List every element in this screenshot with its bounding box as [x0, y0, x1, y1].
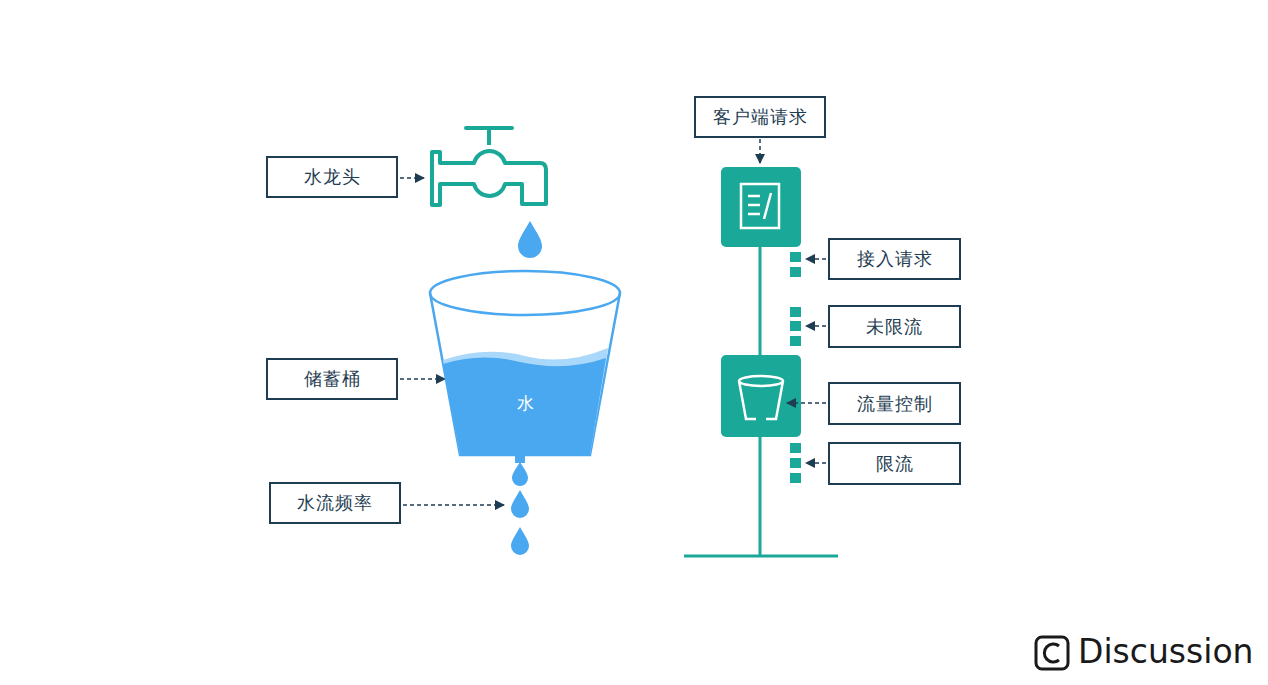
watermark-icon	[1036, 637, 1068, 669]
leader-arrow	[806, 258, 826, 260]
watermark-text: Discussion	[1078, 632, 1254, 671]
packet-squares	[790, 252, 801, 483]
bucket-shape: 水	[425, 268, 625, 460]
leader-arrow	[806, 325, 826, 327]
label-box: 接入请求	[828, 238, 961, 280]
box-label: 水龙头	[304, 165, 361, 189]
bucket-symbol	[739, 376, 783, 419]
box-label: 接入请求	[857, 247, 933, 271]
request-icon	[721, 167, 801, 247]
leader-arrow	[400, 378, 445, 380]
document-symbol	[741, 184, 779, 228]
leader-arrow	[787, 402, 826, 404]
water-label: 水	[425, 392, 625, 415]
limiter-icon	[721, 355, 801, 437]
label-box: 未限流	[828, 305, 961, 348]
box-label: 水流频率	[297, 491, 373, 515]
box-label: 储蓄桶	[304, 367, 361, 391]
water-drop	[511, 527, 529, 555]
faucet	[432, 128, 546, 205]
bucket-outline	[425, 268, 625, 460]
label-box: 限流	[828, 442, 961, 485]
label-box: 客户端请求	[694, 96, 826, 138]
label-box: 水龙头	[266, 156, 398, 198]
label-box: 储蓄桶	[266, 358, 398, 400]
water-drop	[511, 490, 529, 518]
water-drop	[518, 221, 542, 258]
leader-arrow	[759, 139, 761, 163]
base-line	[684, 555, 838, 558]
label-box: 水流频率	[269, 482, 401, 524]
water-drop	[512, 462, 528, 486]
box-label: 客户端请求	[713, 105, 808, 129]
leader-arrow	[403, 504, 504, 506]
label-box: 流量控制	[828, 382, 961, 425]
box-label: 未限流	[866, 315, 923, 339]
box-label: 流量控制	[857, 392, 933, 416]
leader-arrow	[400, 177, 424, 179]
leader-arrow	[806, 462, 826, 464]
box-label: 限流	[876, 452, 914, 476]
